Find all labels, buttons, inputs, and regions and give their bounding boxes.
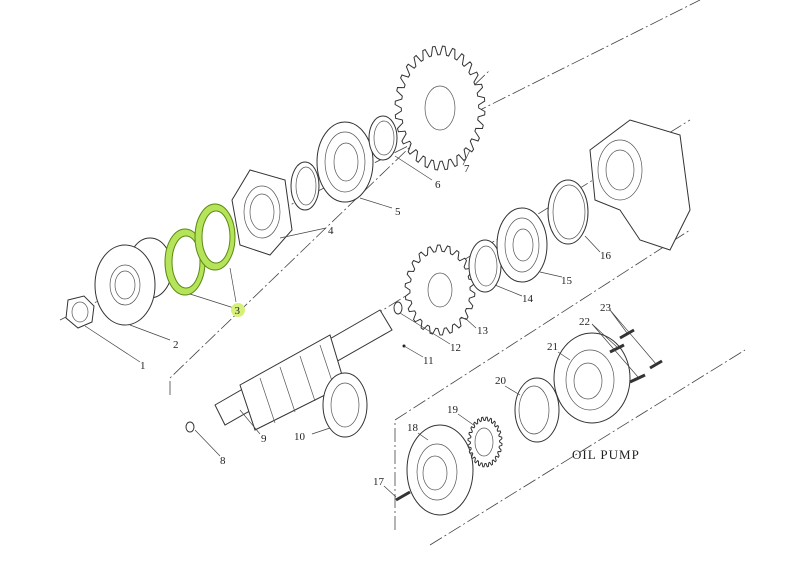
label-20: 20 — [495, 375, 507, 387]
label-12: 12 — [450, 342, 461, 354]
label-19: 19 — [447, 404, 459, 416]
label-16: 16 — [600, 250, 612, 262]
highlight-badge — [231, 303, 245, 317]
part-13-gear[interactable] — [404, 244, 476, 336]
part-2-flange[interactable] — [94, 237, 173, 326]
label-2: 2 — [173, 339, 179, 351]
part-10-bearing[interactable] — [322, 372, 368, 438]
part-4-cover[interactable] — [231, 169, 293, 256]
label-14: 14 — [522, 293, 534, 305]
leader-lines — [84, 149, 657, 498]
part-22-bolts[interactable] — [609, 343, 646, 384]
label-17: 17 — [373, 476, 385, 488]
label-11: 11 — [423, 355, 434, 367]
housing[interactable] — [589, 119, 691, 251]
label-7: 7 — [464, 163, 470, 175]
label-22: 22 — [579, 316, 590, 328]
part-6-ring[interactable] — [368, 115, 398, 161]
label-9: 9 — [261, 433, 267, 445]
oil-pump-caption: OIL PUMP — [572, 447, 640, 462]
part-5-ring[interactable] — [290, 161, 320, 211]
label-13: 13 — [477, 325, 489, 337]
label-15: 15 — [561, 275, 573, 287]
part-23-bolts[interactable] — [619, 328, 663, 370]
label-4: 4 — [328, 225, 334, 237]
label-21: 21 — [547, 341, 558, 353]
part-5-bearing[interactable] — [316, 121, 374, 203]
label-6: 6 — [435, 179, 441, 191]
part-21-pump-body[interactable] — [553, 332, 631, 424]
part-7-gear[interactable] — [394, 45, 486, 171]
part-8-pin[interactable] — [185, 421, 195, 433]
part-19-inner-gear[interactable] — [467, 416, 503, 468]
part-3-seals[interactable] — [164, 203, 236, 296]
label-23: 23 — [600, 302, 612, 314]
assembly-frame-lower — [394, 229, 746, 546]
part-14-ring[interactable] — [468, 239, 502, 293]
label-3[interactable]: 3 — [235, 305, 241, 317]
part-15-bearing[interactable] — [496, 207, 548, 283]
part-18-pump-cover[interactable] — [406, 424, 474, 516]
label-5: 5 — [395, 206, 401, 218]
part-1-nut[interactable] — [65, 295, 95, 329]
part-17-pin[interactable] — [395, 490, 411, 502]
label-10: 10 — [294, 431, 306, 443]
label-18: 18 — [407, 422, 419, 434]
part-12-ring[interactable] — [393, 301, 403, 315]
label-8: 8 — [220, 455, 226, 467]
part-20-outer-ring[interactable] — [514, 377, 560, 443]
label-1: 1 — [140, 360, 146, 372]
part-16-ring[interactable] — [547, 179, 589, 245]
